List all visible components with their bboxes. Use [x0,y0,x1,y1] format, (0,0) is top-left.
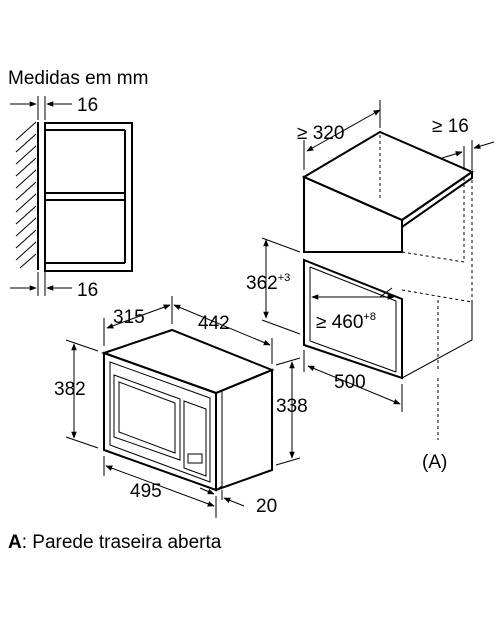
appliance-front-height-label: 382 [54,379,86,400]
side-cabinet [44,122,133,272]
appliance-depth-dimension [106,304,171,329]
min-depth-label: ≥ 320 [297,123,344,144]
frame-depth-arrow-left [199,487,215,495]
legend-text: : Parede traseira aberta [22,532,222,553]
side-gap-label: ≥ 16 [432,116,469,137]
depth-dimension [307,365,401,405]
bottom-gap-label: 16 [77,280,98,301]
legend-key: A [8,532,22,553]
appliance-depth-label: 315 [113,307,145,328]
appliance-width-dimension [173,304,271,346]
frame-depth-label: 20 [256,496,277,517]
appliance-width-label: 442 [198,313,230,334]
opening-height-label: 362+3 [246,272,290,294]
wall-hatch [15,121,39,270]
units-title: Medidas em mm [8,68,148,89]
side-gap-arrow-right [473,141,495,149]
rear-wall-label: (A) [422,452,447,473]
frame-depth-arrow-right [223,497,245,507]
appliance-front-width-dimension [105,465,215,507]
side-gap-arrow-left [441,151,463,159]
cabinet-niche: (A) ≥ 320 ≥ 16 362+3 ≥ 460+8 500 [246,100,495,473]
appliance-front-width-label: 495 [130,481,162,502]
side-view: 16 16 [10,95,133,301]
min-depth-dimension [306,109,381,152]
microwave-appliance: 315 442 382 338 495 20 [54,296,308,518]
control-panel-display [187,453,203,464]
opening-width-label: ≥ 460+8 [316,311,376,333]
legend: A: Parede traseira aberta [8,532,222,553]
depth-label: 500 [334,372,366,393]
top-gap-label: 16 [77,95,98,116]
appliance-body-height-label: 338 [276,396,308,417]
